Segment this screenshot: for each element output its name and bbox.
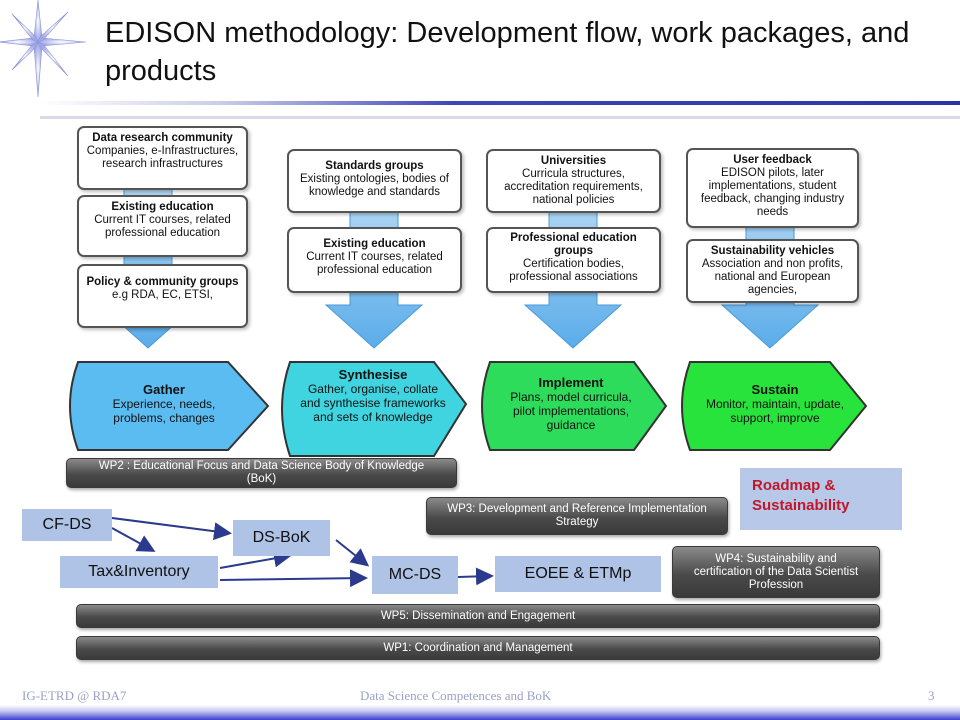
- footer-left-text: IG-ETRD @ RDA7: [22, 688, 127, 703]
- wp1-bar: WP1: Coordination and Management: [76, 636, 880, 660]
- diagram-top-divider: [40, 116, 960, 119]
- star-logo-icon: [0, 0, 87, 98]
- source-box-heading: Existing education: [323, 238, 426, 250]
- source-box-universities: Universities Curricula structures, accre…: [486, 149, 661, 213]
- stage-shape-gather: [69, 361, 270, 451]
- arrow-cfds-to-dsbok: [111, 517, 232, 541]
- footer-gradient-bar: [0, 705, 960, 720]
- page-number: 3: [928, 688, 935, 703]
- slide-title: EDISON methodology: Development flow, wo…: [105, 17, 910, 87]
- source-box-data-research-community: Data research community Companies, e-Inf…: [77, 126, 248, 190]
- source-box-body: Curricula structures, accreditation requ…: [504, 168, 643, 206]
- source-box-heading: Sustainability vehicles: [710, 245, 835, 257]
- source-box-heading: Standards groups: [325, 160, 424, 172]
- wp5-bar: WP5: Dissemination and Engagement: [76, 604, 880, 628]
- source-box-body: Current IT courses, related professional…: [306, 251, 443, 276]
- product-tax-inventory: Tax&Inventory: [60, 556, 218, 588]
- source-box-body: Association and non profits, national an…: [701, 258, 844, 296]
- product-eoee-etmp: EOEE & ETMp: [495, 556, 661, 592]
- stage-implement: Implement Plans, model curricula, pilot …: [498, 375, 644, 433]
- source-box-existing-education-2: Existing education Current IT courses, r…: [287, 227, 462, 293]
- wp3-bar: WP3: Development and Reference Implement…: [426, 497, 728, 535]
- product-mc-ds: MC-DS: [372, 556, 458, 594]
- stage-heading: Synthesise: [338, 367, 408, 382]
- stage-shape-implement: [481, 361, 668, 451]
- stage-shape-sustain: [681, 361, 868, 451]
- source-box-professional-education-groups: Professional education groups Certificat…: [486, 227, 661, 293]
- source-box-standards-groups: Standards groups Existing ontologies, bo…: [287, 149, 462, 213]
- source-box-heading: Data research community: [92, 132, 233, 144]
- arrow-mcds-to-eoee: [457, 567, 494, 586]
- wp2-bar: WP2 : Educational Focus and Data Science…: [66, 458, 457, 488]
- source-box-heading: User feedback: [733, 154, 812, 166]
- product-roadmap-sustainability: Roadmap & Sustainability: [740, 468, 902, 530]
- wp4-bar: WP4: Sustainability and certification of…: [672, 546, 880, 598]
- footer-center-text: Data Science Competences and BoK: [360, 688, 552, 703]
- source-box-body: Current IT courses, related professional…: [94, 214, 231, 239]
- source-box-body: e.g RDA, EC, ETSI,: [112, 289, 213, 301]
- stage-body: Monitor, maintain, update, support, impr…: [705, 397, 845, 425]
- source-box-heading: Existing education: [111, 201, 214, 213]
- stage-heading: Sustain: [751, 382, 799, 397]
- source-box-user-feedback: User feedback EDISON pilots, later imple…: [686, 148, 859, 228]
- source-box-existing-education: Existing education Current IT courses, r…: [77, 195, 248, 257]
- stage-gather: Gather Experience, needs, problems, chan…: [94, 382, 234, 426]
- arrow-cfds-to-tax: [111, 527, 156, 552]
- source-box-body: EDISON pilots, later implementations, st…: [700, 167, 845, 218]
- source-box-policy-community-groups: Policy & community groups e.g RDA, EC, E…: [77, 264, 248, 328]
- arrow-tax-to-mcds: [219, 569, 368, 588]
- stage-synthesise: Synthesise Gather, organise, collate and…: [298, 367, 448, 425]
- source-box-heading: Policy & community groups: [86, 276, 239, 288]
- title-underline: [40, 101, 960, 105]
- source-box-body: Companies, e-Infrastructures, research i…: [86, 145, 239, 170]
- source-box-sustainability-vehicles: Sustainability vehicles Association and …: [686, 239, 859, 303]
- source-box-body: Certification bodies, professional assoc…: [509, 258, 638, 283]
- source-box-heading: Universities: [540, 155, 607, 167]
- product-ds-bok: DS-BoK: [233, 520, 330, 556]
- stage-heading: Gather: [143, 382, 185, 397]
- stage-sustain: Sustain Monitor, maintain, update, suppo…: [700, 382, 850, 426]
- arrow-tax-to-dsbok: [219, 549, 292, 569]
- stage-body: Gather, organise, collate and synthesise…: [300, 382, 446, 424]
- stage-heading: Implement: [538, 375, 604, 390]
- product-cf-ds: CF-DS: [22, 509, 112, 541]
- stage-shape-synthesise: [281, 361, 468, 457]
- source-box-heading: Professional education groups: [510, 232, 637, 257]
- stage-body: Experience, needs, problems, changes: [112, 397, 216, 425]
- stage-body: Plans, model curricula, pilot implementa…: [510, 390, 632, 432]
- arrow-dsbok-to-mcds: [335, 539, 370, 567]
- source-box-body: Existing ontologies, bodies of knowledge…: [300, 173, 449, 198]
